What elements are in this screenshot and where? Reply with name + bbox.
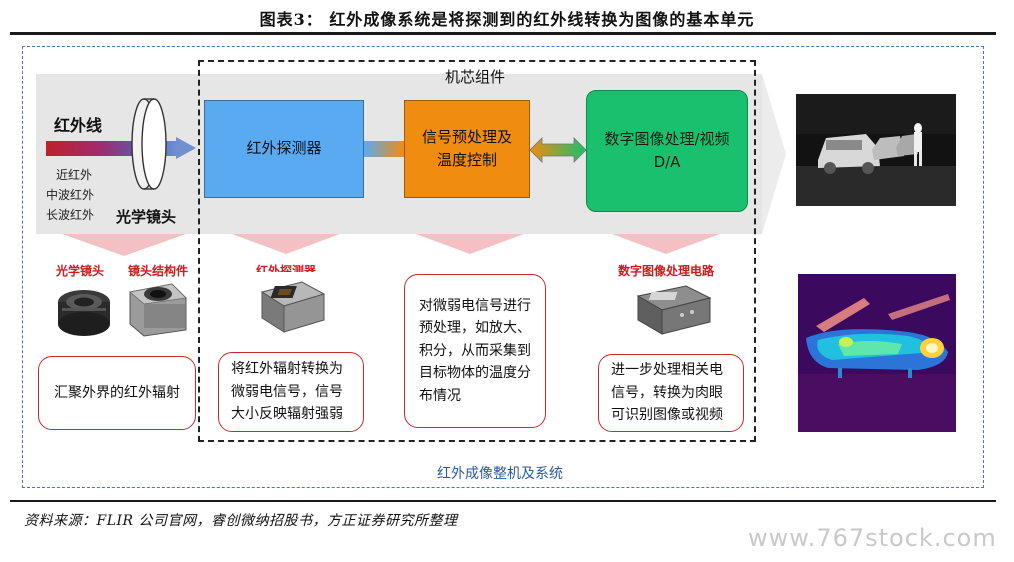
- system-frame: [22, 46, 984, 488]
- optical-lens-icon: [131, 98, 167, 190]
- ir-detector-block: 红外探测器: [204, 100, 364, 198]
- description-detector: 将红外辐射转换为微弱电信号，信号大小反映辐射强弱: [218, 352, 364, 432]
- flow-band-arrow-tip: [762, 74, 786, 234]
- source-note: 资料来源：FLIR 公司官网，睿创微纳招股书，方正证券研究所整理: [24, 513, 458, 529]
- component-label-digital-circuit: 数字图像处理电路: [618, 264, 715, 278]
- funnel-signal: [416, 234, 524, 254]
- funnel-detector: [232, 234, 340, 254]
- system-label: 红外成像整机及系统: [437, 466, 563, 482]
- component-label-optical-lens: 光学镜头: [56, 264, 105, 278]
- spectrum-arrow-icon: [176, 137, 196, 159]
- digital-image-processing-block: 数字图像处理/视频D/A: [586, 90, 748, 212]
- lens-label: 光学镜头: [116, 208, 177, 226]
- signal-processing-block: 信号预处理及温度控制: [404, 100, 530, 198]
- ir-detector-product-image: [252, 272, 332, 338]
- infrared-label: 红外线: [54, 116, 103, 135]
- chip-component-label: 机芯组件: [444, 68, 505, 86]
- detector-to-signal-connector: [364, 141, 404, 157]
- lens-structure-product-image: [124, 278, 192, 340]
- spectrum-long-ir: 长波红外: [46, 208, 95, 222]
- spectrum-mid-ir: 中波红外: [46, 188, 95, 202]
- thermal-helicopter-image: [798, 274, 956, 432]
- description-digital: 进一步处理相关电信号，转换为肉眼可识别图像或视频: [598, 354, 744, 432]
- spectrum-near-ir: 近红外: [56, 168, 93, 182]
- bottom-rule: [10, 500, 996, 502]
- watermark: www.767stock.com: [748, 524, 997, 552]
- chip-component-frame: [198, 60, 756, 442]
- funnel-digital: [612, 234, 720, 254]
- funnel-lens: [62, 234, 186, 256]
- bidirectional-arrow-icon: [530, 137, 586, 163]
- optical-lens-product-image: [50, 280, 118, 338]
- component-label-lens-structure: 镜头结构件: [128, 264, 189, 278]
- description-signal: 对微弱电信号进行预处理，如放大、积分，从而采集到目标物体的温度分布情况: [404, 274, 546, 428]
- digital-circuit-product-image: [632, 278, 716, 340]
- thermal-night-scene-image: [796, 94, 956, 206]
- description-lens: 汇聚外界的红外辐射: [38, 356, 196, 430]
- figure-title: 图表3： 红外成像系统是将探测到的红外线转换为图像的基本单元: [259, 10, 755, 29]
- top-rule: [10, 32, 996, 35]
